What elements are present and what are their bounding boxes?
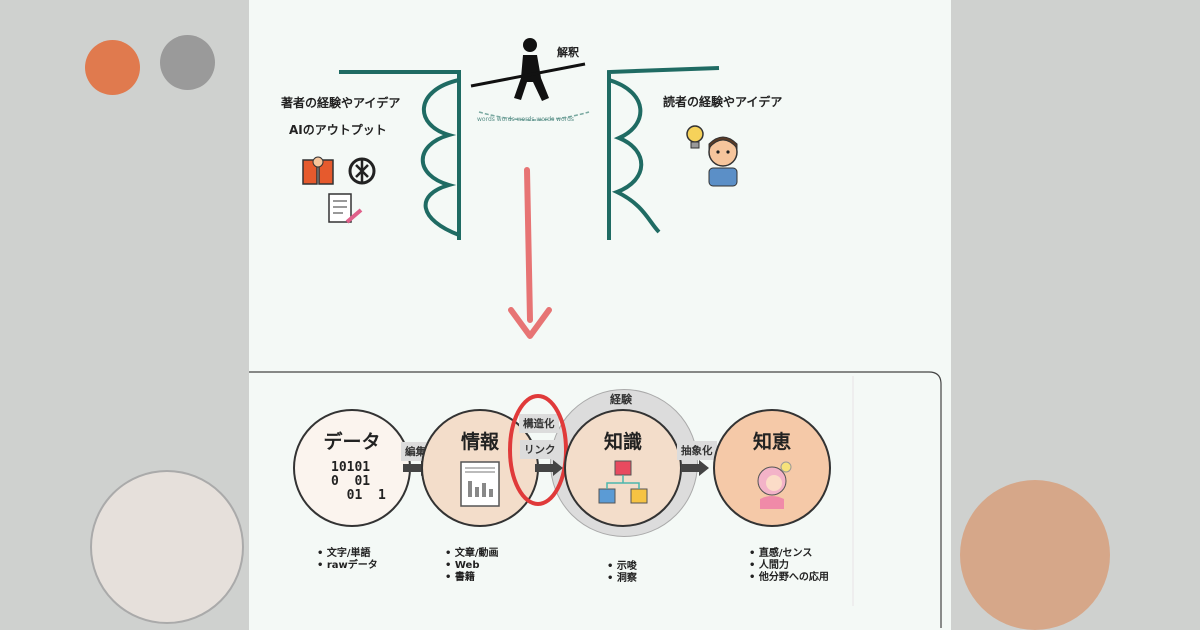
abstract-arrow-icon: [681, 460, 709, 476]
knowledge-bullets: 示唆 洞察: [607, 561, 637, 585]
rope-text: words words words words words: [477, 116, 574, 123]
interpretation-label: 解釈: [557, 46, 579, 59]
wisdom-bullets: 直感/センス 人間力 他分野への応用: [749, 548, 829, 584]
bullet-item: 直感/センス: [749, 548, 829, 560]
bullet-item: rawデータ: [317, 560, 378, 572]
lower-card-frame: [249, 371, 942, 628]
rope: [478, 111, 590, 121]
wisdom-title: 知恵: [752, 431, 791, 453]
experience-label: 経験: [610, 393, 632, 406]
info-bullets: 文章/動画 Web 書籍: [445, 548, 499, 584]
bullet-item: 示唆: [607, 561, 637, 573]
reader-avatar-icon: [708, 136, 738, 187]
ai-output-label: AIのアウトプット: [289, 123, 387, 137]
right-cliff-edge: [607, 66, 720, 240]
right-cliff-wave: [608, 78, 661, 234]
knowledge-circle: 知識: [564, 409, 682, 527]
knowledge-title: 知識: [603, 431, 642, 453]
link-arrow-icon: [535, 460, 563, 476]
walker-icon: [470, 38, 586, 101]
left-cliff-wave: [420, 78, 460, 237]
bullet-item: 文字/単語: [317, 548, 378, 560]
bullet-item: 人間力: [749, 560, 829, 572]
down-arrow-head: [508, 307, 552, 339]
data-title: データ: [323, 431, 381, 453]
book-icon: [302, 156, 334, 185]
blurred-icon-left: [85, 40, 140, 95]
author-label: 著者の経験やアイデア: [281, 96, 401, 110]
data-circle: データ 10101 0 01 01 1: [293, 409, 411, 527]
bullet-item: 書籍: [445, 572, 499, 584]
left-cliff-edge: [339, 70, 461, 240]
blurred-circle-right: [960, 480, 1110, 630]
abstract-tag: 抽象化: [677, 441, 717, 460]
openai-logo-icon: [348, 157, 376, 185]
link-tag: リンク: [520, 440, 560, 459]
red-highlight-circle: [508, 394, 568, 506]
newspaper-icon: [460, 461, 500, 507]
down-arrow: [524, 167, 533, 323]
lightbulb-icon: [686, 125, 704, 149]
bullet-item: 洞察: [607, 573, 637, 585]
blurred-icon-left-2: [160, 35, 215, 90]
document-edit-icon: [328, 193, 363, 224]
data-bullets: 文字/単語 rawデータ: [317, 548, 378, 572]
blurred-circle-left: [90, 470, 244, 624]
bullet-item: 他分野への応用: [749, 572, 829, 584]
thinking-woman-icon: [757, 461, 792, 509]
structure-tag: 構造化: [519, 414, 559, 433]
mindmap-icon: [598, 460, 648, 504]
info-title: 情報: [460, 431, 499, 453]
data-binary: 10101 0 01 01 1: [331, 460, 386, 503]
slide-panel: 解釈 著者の経験やアイデア AIのアウトプット 読者の経験やアイデア words…: [249, 0, 951, 630]
wisdom-circle: 知恵: [713, 409, 831, 527]
bullet-item: Web: [445, 560, 499, 572]
reader-label: 読者の経験やアイデア: [663, 95, 783, 109]
cliff-illustration: [339, 38, 720, 339]
bullet-item: 文章/動画: [445, 548, 499, 560]
